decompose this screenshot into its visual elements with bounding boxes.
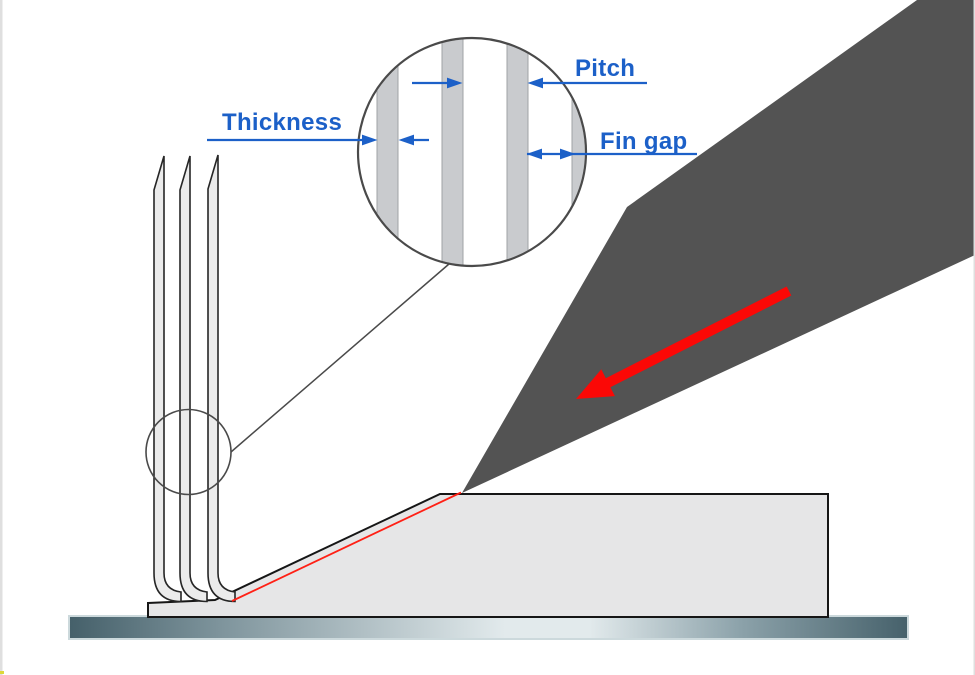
fin (153, 155, 182, 603)
thickness-label: Thickness (222, 109, 342, 136)
pitch-arrowhead-right (447, 77, 463, 89)
feed-direction-arrow (576, 286, 792, 399)
fin (179, 155, 208, 603)
skiving-blade (462, 0, 975, 493)
pitch-label: Pitch (575, 55, 635, 82)
magnifier-background (358, 38, 586, 266)
right-page-border (973, 0, 975, 675)
workpiece-block (147, 493, 829, 618)
fin-cross-section-stripe (506, 39, 529, 265)
base-plate (68, 615, 909, 640)
fin (207, 154, 236, 603)
thickness-arrowhead-left (398, 134, 414, 146)
cut-path-line (231, 491, 462, 602)
thickness-dimension: Thickness (207, 109, 429, 146)
pitch-arrowhead-left (527, 77, 543, 89)
fin-gap-label: Fin gap (600, 128, 687, 155)
left-page-border (0, 0, 3, 675)
fin-cross-section-stripe (441, 39, 464, 265)
magnifier-connector-line (230, 263, 450, 453)
fin-gap-arrowhead-left (526, 148, 542, 160)
fin-gap-dimension: Fin gap (526, 128, 697, 160)
pitch-dimension: Pitch (412, 55, 647, 89)
fin-gap-arrowhead-right (560, 148, 576, 160)
magnifier-circle (356, 36, 588, 268)
corner-marker-artifact (0, 671, 4, 674)
thickness-arrowhead-right (362, 134, 378, 146)
fin-cross-section-stripe (376, 39, 399, 265)
detail-circle (145, 408, 232, 496)
